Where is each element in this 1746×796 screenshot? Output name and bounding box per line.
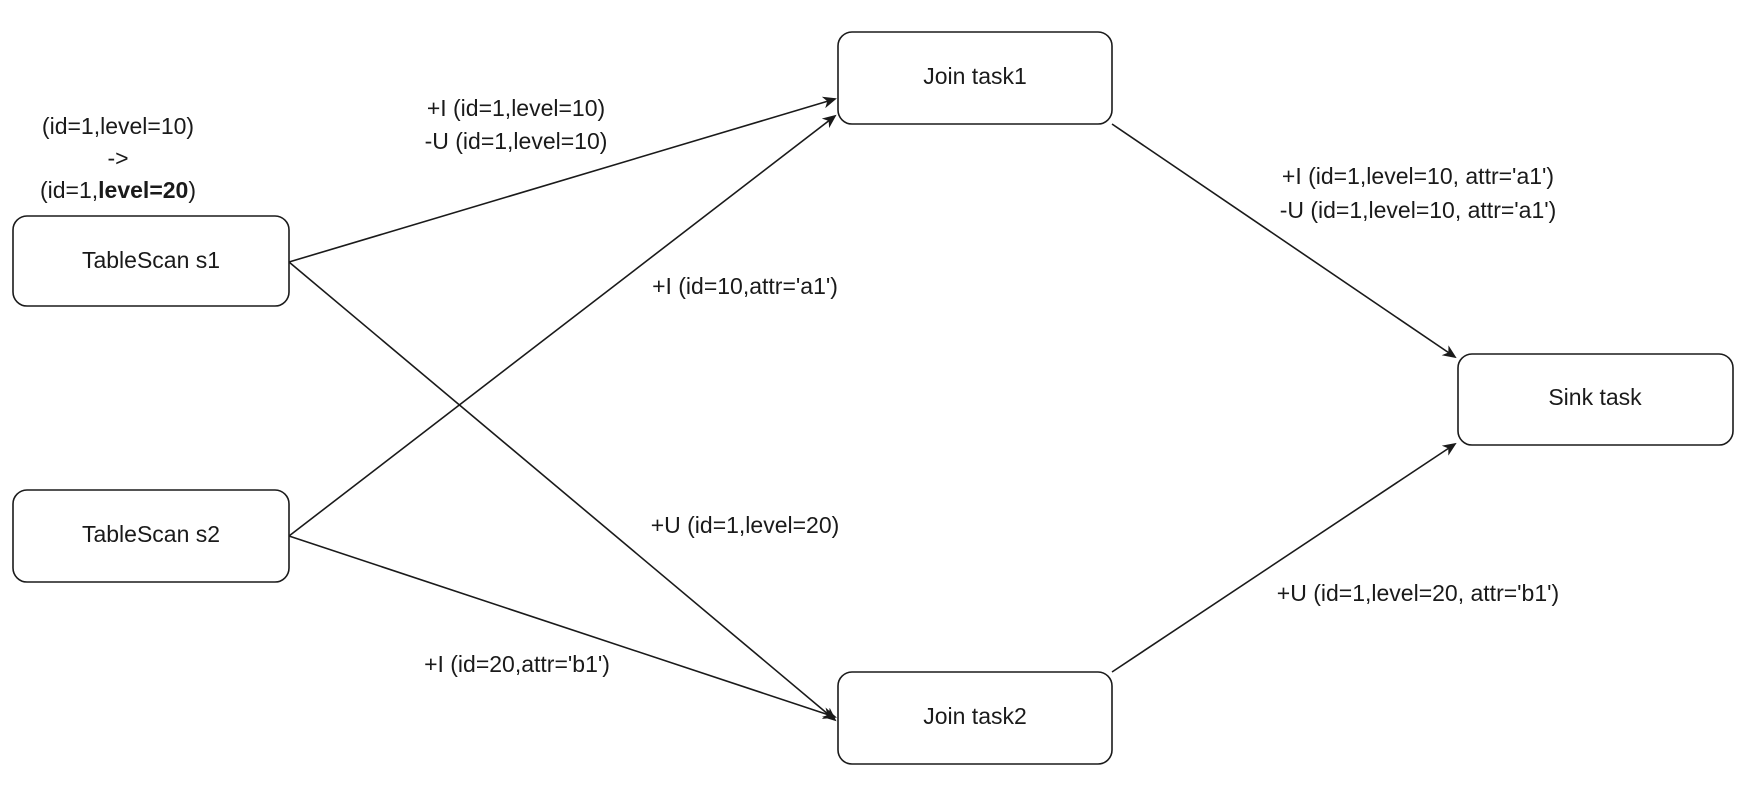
edge-label-join2-to-sink: +U (id=1,level=20, attr='b1') bbox=[1277, 580, 1559, 606]
edge-label-s1-to-join2: +U (id=1,level=20) bbox=[651, 512, 840, 538]
node-tablescan-s1[interactable]: TableScan s1 bbox=[12, 215, 290, 307]
node-join-task2-label: Join task2 bbox=[923, 703, 1027, 729]
state-change-arrow: -> bbox=[107, 145, 128, 171]
state-change-annotation: (id=1,level=10) -> (id=1,level=20) bbox=[40, 113, 196, 203]
node-tablescan-s1-label: TableScan s1 bbox=[82, 247, 220, 273]
edge-label-s2-to-join1: +I (id=10,attr='a1') bbox=[652, 273, 838, 299]
node-join-task1[interactable]: Join task1 bbox=[837, 31, 1113, 125]
node-tablescan-s2-label: TableScan s2 bbox=[82, 521, 220, 547]
edge-s1-to-join1 bbox=[288, 96, 837, 263]
edge-s2-to-join1 bbox=[288, 114, 837, 537]
edge-label-join1-to-sink-line2: -U (id=1,level=10, attr='a1') bbox=[1280, 197, 1557, 223]
edge-s2-to-join2 bbox=[288, 535, 837, 719]
state-change-before: (id=1,level=10) bbox=[42, 113, 194, 139]
edge-label-s2-to-join2: +I (id=20,attr='b1') bbox=[424, 651, 610, 677]
node-sink-task[interactable]: Sink task bbox=[1457, 353, 1734, 446]
edge-join1-to-sink bbox=[1111, 123, 1457, 359]
edge-label-join1-to-sink-line1: +I (id=1,level=10, attr='a1') bbox=[1282, 163, 1554, 189]
node-join-task2[interactable]: Join task2 bbox=[837, 671, 1113, 765]
edge-join2-to-sink bbox=[1111, 442, 1457, 673]
node-sink-task-label: Sink task bbox=[1548, 384, 1642, 410]
node-join-task1-label: Join task1 bbox=[923, 63, 1027, 89]
edge-label-s1-to-join1-line2: -U (id=1,level=10) bbox=[425, 128, 608, 154]
edge-label-s1-to-join1-line1: +I (id=1,level=10) bbox=[427, 95, 605, 121]
node-tablescan-s2[interactable]: TableScan s2 bbox=[12, 489, 290, 583]
edge-s1-to-join2 bbox=[288, 261, 837, 722]
state-change-after: (id=1,level=20) bbox=[40, 177, 196, 203]
